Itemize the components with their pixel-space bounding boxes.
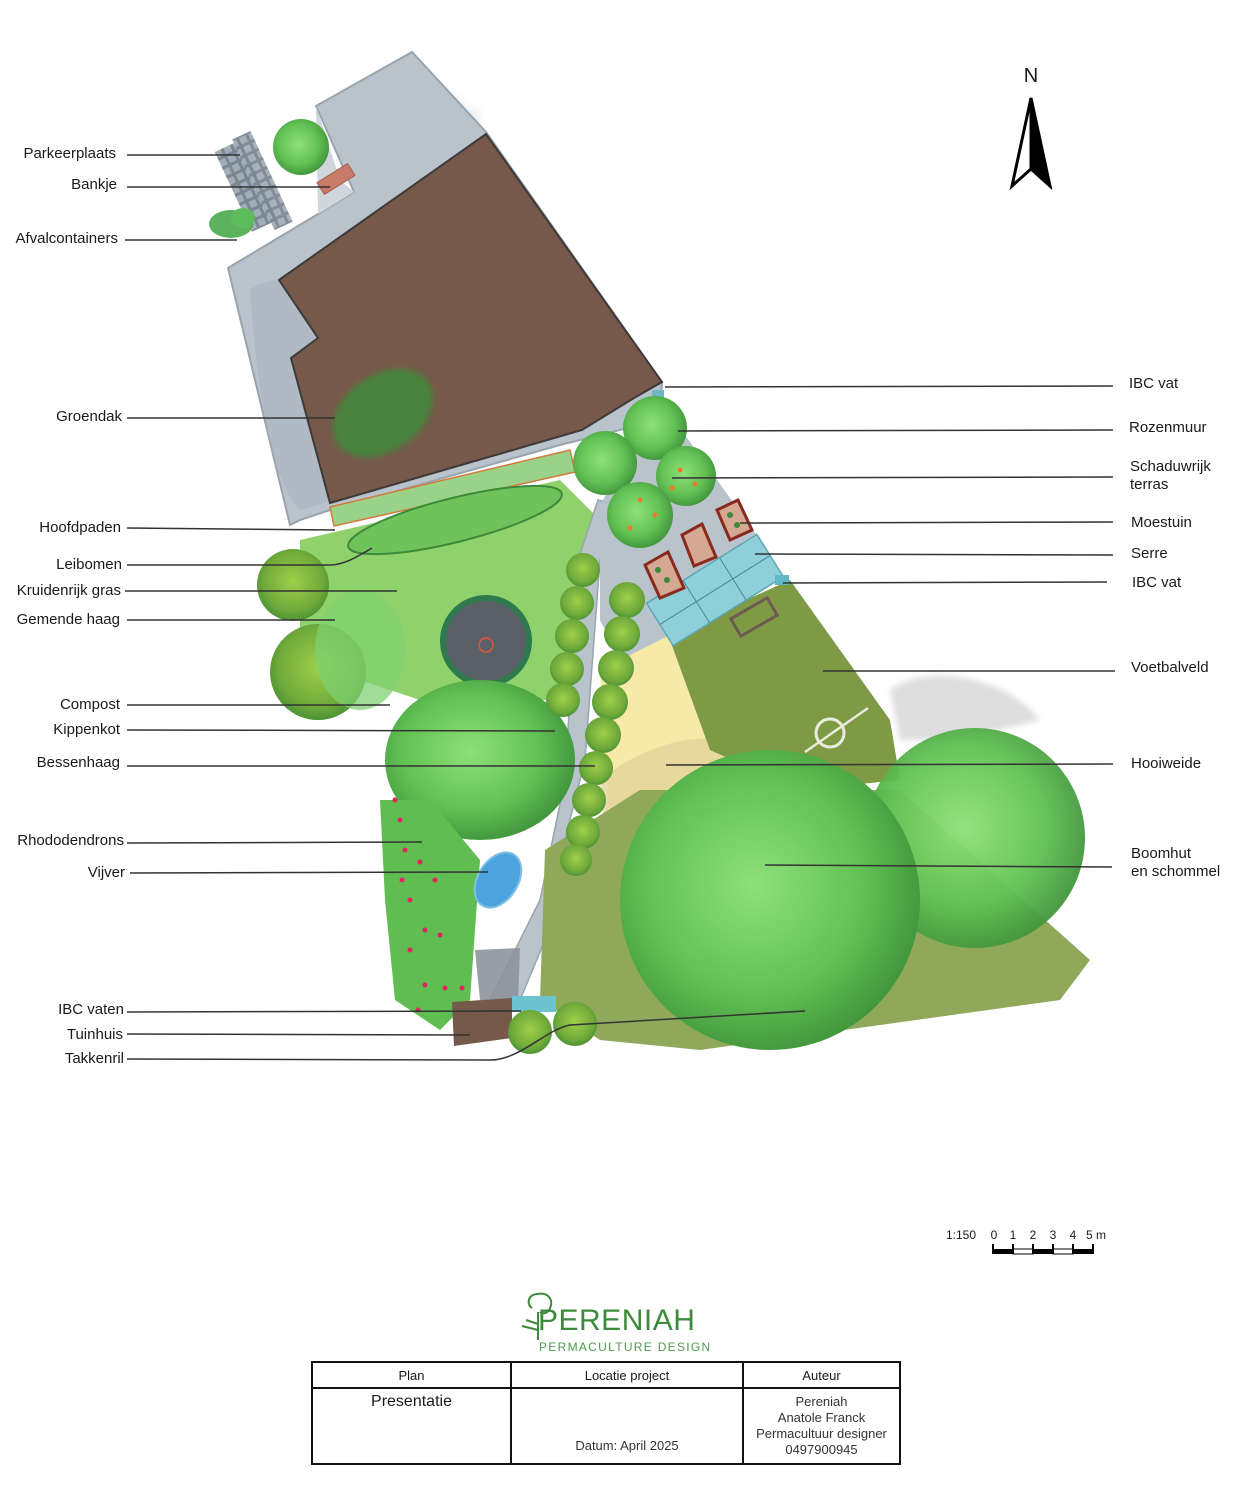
label-schaduwrijk-terras: Schaduwrijk terras — [1130, 458, 1211, 494]
label-compost: Compost — [59, 696, 120, 713]
label-rhododendrons: Rhododendrons — [17, 832, 124, 849]
parking-tiles-2 — [232, 131, 293, 231]
scale-tick-0: 0 — [990, 1228, 998, 1242]
scale-bar-graphic — [992, 1244, 1094, 1255]
center-line — [804, 706, 869, 754]
label-hoofdpaden: Hoofdpaden — [39, 519, 121, 536]
author-line-4: 0497900945 — [785, 1442, 858, 1457]
date-value: Datum: April 2025 — [575, 1438, 679, 1453]
label-schaduwrijk-line1: Schaduwrijk — [1130, 458, 1211, 475]
leader-lines — [125, 154, 1115, 1061]
title-block: Plan Locatie project Auteur Presentatie … — [311, 1361, 901, 1465]
brand-tagline: PERMACULTURE DESIGN — [539, 1340, 712, 1354]
label-vijver: Vijver — [87, 864, 125, 881]
author-line-1: Pereniah — [795, 1394, 848, 1409]
author-line-2: Anatole Franck — [777, 1410, 866, 1425]
label-ibc-vaten: IBC vaten — [58, 1001, 124, 1018]
label-bessenhaag: Bessenhaag — [36, 754, 120, 771]
scale-tick-1: 1 — [1009, 1228, 1017, 1242]
header-location: Locatie project — [510, 1361, 744, 1389]
label-hooiweide: Hooiweide — [1131, 755, 1202, 772]
ibc-tank-serre — [775, 575, 789, 585]
center-circle — [814, 717, 846, 749]
scale-tick-4: 4 — [1069, 1228, 1077, 1242]
north-arrow: N — [1008, 64, 1054, 194]
location-cell: Datum: April 2025 — [510, 1387, 744, 1465]
label-boomhut-line1: Boomhut — [1131, 845, 1192, 862]
greenhouse — [645, 533, 785, 647]
scale-tick-2: 2 — [1029, 1228, 1037, 1242]
rose-wall-trees — [573, 396, 716, 548]
label-rozenmuur: Rozenmuur — [1129, 419, 1207, 436]
label-kruidenrijk-gras: Kruidenrijk gras — [16, 582, 121, 599]
scale-tick-3: 3 — [1049, 1228, 1057, 1242]
label-boomhut-line2: en schommel — [1131, 863, 1221, 880]
label-serre: Serre — [1131, 545, 1168, 562]
rhododendron-strip — [380, 797, 480, 1030]
tree-logo-icon — [521, 1292, 553, 1340]
label-leibomen: Leibomen — [56, 556, 122, 573]
scale-ratio: 1:150 — [946, 1228, 977, 1242]
label-ibc-vat-2: IBC vat — [1132, 574, 1182, 591]
mixed-hedge — [257, 549, 405, 720]
label-parkeerplaats: Parkeerplaats — [23, 145, 116, 162]
scale-tick-5: 5 m — [1086, 1228, 1107, 1242]
label-ibc-vat-1: IBC vat — [1129, 375, 1179, 392]
header-plan: Plan — [311, 1361, 512, 1389]
waste-container-plants — [209, 208, 255, 238]
label-moestuin: Moestuin — [1131, 514, 1192, 531]
label-gemende-haag: Gemende haag — [16, 611, 120, 628]
label-voetbalveld: Voetbalveld — [1131, 659, 1209, 676]
ibc-tank-top — [652, 390, 664, 400]
espalier-trees — [347, 484, 563, 556]
author-cell: Pereniah Anatole Franck Permacultuur des… — [742, 1387, 901, 1465]
trampoline — [440, 595, 532, 687]
green-roof-patch — [332, 368, 434, 458]
fruit-tree-columns — [546, 553, 645, 876]
garden-shed — [452, 998, 512, 1046]
big-trees — [620, 728, 1085, 1050]
label-boomhut: Boomhut en schommel — [1131, 845, 1220, 881]
plan-value: Presentatie — [371, 1393, 452, 1410]
brand-logo: PERENIAH PERMACULTURE DESIGN — [512, 1288, 712, 1358]
ibc-tanks-shed — [512, 996, 556, 1012]
plan-cell: Presentatie — [311, 1387, 512, 1465]
label-bankje: Bankje — [71, 176, 117, 193]
parking-tree — [273, 119, 329, 175]
label-takkenril: Takkenril — [64, 1050, 124, 1067]
author-line-3: Permacultuur designer — [756, 1426, 887, 1441]
brand-name: PERENIAH — [538, 1304, 696, 1337]
label-afvalcontainers: Afvalcontainers — [15, 230, 118, 247]
berry-hedge-shrub — [385, 680, 575, 840]
north-arrow-icon — [1009, 97, 1053, 191]
scale-bar: 1:150 0 1 2 3 4 5 m — [946, 1226, 1126, 1266]
pond — [473, 851, 523, 909]
goal — [728, 595, 780, 639]
header-author: Auteur — [742, 1361, 901, 1389]
label-groendak: Groendak — [56, 408, 122, 425]
label-kippenkot: Kippenkot — [53, 721, 120, 738]
parking-tiles — [214, 140, 278, 232]
north-label: N — [1023, 65, 1039, 87]
label-terras-line2: terras — [1130, 476, 1169, 493]
grey-rock — [475, 948, 520, 1000]
raised-beds — [643, 497, 754, 600]
label-tuinhuis: Tuinhuis — [66, 1026, 123, 1043]
